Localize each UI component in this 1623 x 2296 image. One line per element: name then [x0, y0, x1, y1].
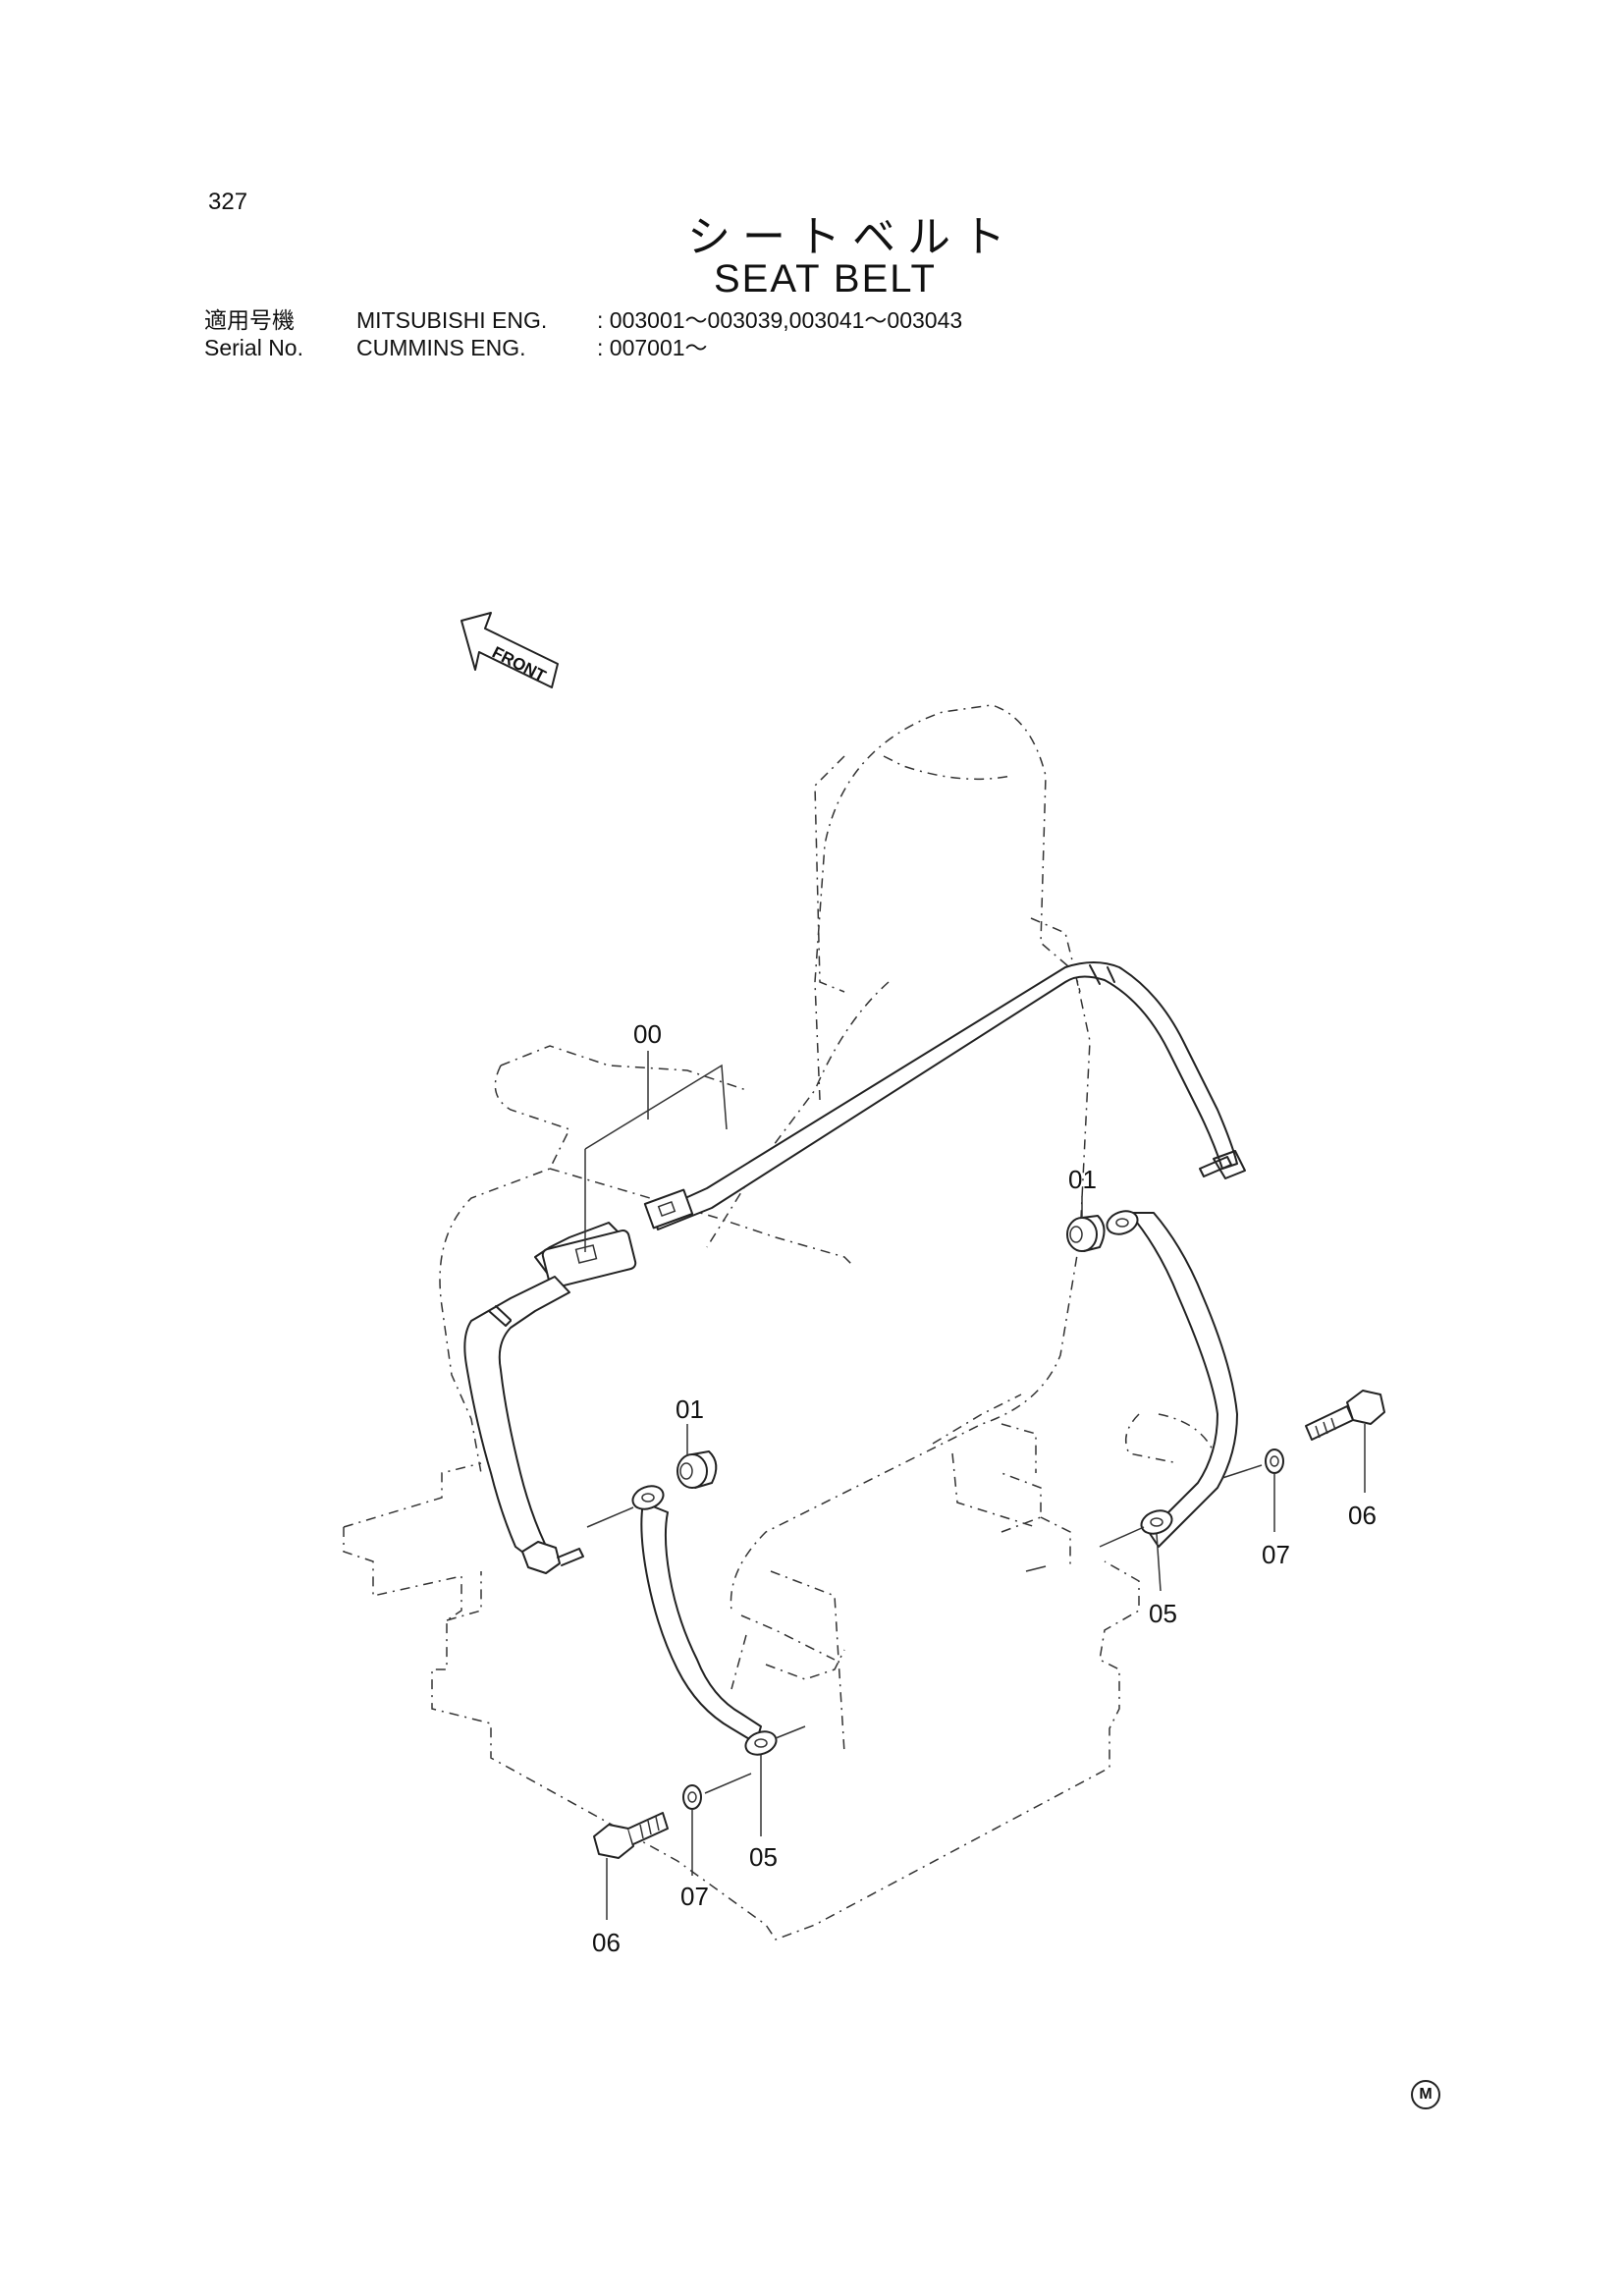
callout-01-right: 01 [1068, 1165, 1097, 1194]
title-japanese: シートベルト [687, 212, 1017, 262]
serial-engine: MITSUBISHI ENG. [356, 307, 548, 333]
shoulder-belt [643, 961, 1246, 1230]
callout-00: 00 [633, 1019, 662, 1049]
collar-parts [676, 1215, 1106, 1489]
seat-frame [343, 1462, 1140, 1941]
left-lower-belt [586, 1485, 806, 1756]
serial-label: Serial No. [204, 335, 303, 360]
maker-mark: M [1411, 2080, 1440, 2109]
serial-engine: CUMMINS ENG. [356, 335, 526, 360]
bolt-parts [593, 1390, 1385, 1859]
page-number: 327 [208, 189, 248, 215]
front-label: FRONT [489, 643, 549, 686]
right-lower-belt [1025, 1210, 1238, 1572]
serial-range: : 003001～003039,003041～003043 [597, 307, 963, 333]
callout-06-right: 06 [1348, 1501, 1377, 1530]
callout-07-right: 07 [1262, 1540, 1290, 1569]
callout-07-left: 07 [680, 1882, 709, 1911]
callouts: 00 01 01 05 05 06 06 07 07 [592, 1019, 1377, 1957]
title-english: SEAT BELT [714, 257, 937, 301]
callout-06-left: 06 [592, 1928, 621, 1957]
front-direction-arrow: FRONT [460, 612, 559, 688]
callout-05-left: 05 [749, 1842, 778, 1872]
callout-05-right: 05 [1149, 1599, 1177, 1628]
serial-range: : 007001～ [597, 335, 708, 360]
leader-lines [584, 1051, 1366, 1920]
left-buckle-belt [463, 1222, 637, 1574]
serial-label: 適用号機 [204, 307, 295, 333]
callout-01-left: 01 [676, 1394, 704, 1424]
seat-outline [439, 704, 1218, 1754]
